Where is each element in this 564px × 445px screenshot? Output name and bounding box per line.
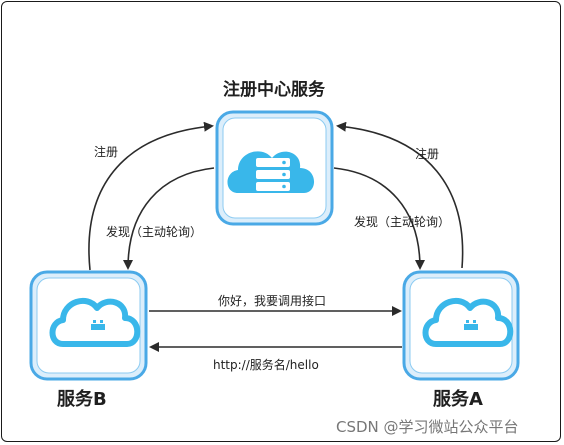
edge-a-register [336,121,464,269]
a-discover-label: 发现（主动轮询） [354,215,451,229]
b-to-a-label: 你好，我要调用接口 [218,294,327,308]
service-a-title: 服务A [433,389,483,410]
b-discover-label: 发现（主动轮询） [106,225,203,239]
a-to-b-label: http://服务名/hello [213,358,319,372]
edge-b-discover [123,167,215,270]
registry-title: 注册中心服务 [223,80,325,100]
cloud-icon [422,297,514,347]
a-register-label: 注册 [415,147,440,161]
service-a-node [402,270,520,381]
service-b-title: 服务B [57,389,107,410]
edge-a-discover [333,167,425,270]
edge-b-register [88,121,214,271]
service-b-node [29,270,148,381]
cloud-icon [49,297,141,347]
b-register-label: 注册 [94,145,119,159]
cloud-server-icon [227,151,315,193]
watermark: CSDN @学习微站公众平台 [336,418,519,436]
